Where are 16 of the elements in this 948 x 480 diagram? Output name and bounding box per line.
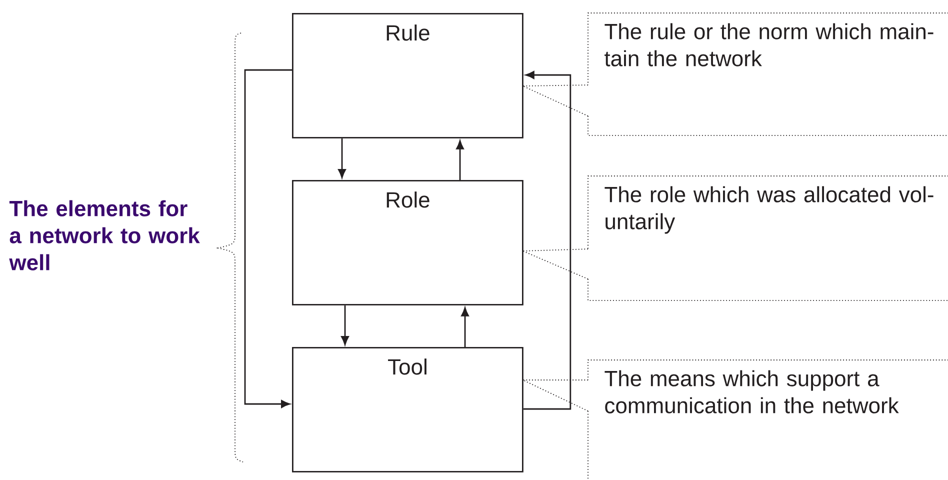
leader-line	[522, 84, 588, 116]
arrow	[456, 140, 464, 180]
side-label: The elements for a network to work well	[9, 200, 200, 270]
leader-line	[522, 248, 588, 280]
arrow	[341, 305, 349, 346]
arrow	[523, 71, 572, 410]
leader-line	[522, 380, 588, 412]
callout-box: The means which support a communication in the network	[588, 360, 948, 480]
arrow	[461, 307, 469, 347]
callout-box: The rule or the norm which main-tain the network	[588, 12, 948, 136]
process-box: Role	[292, 180, 524, 306]
callout-box: The role which was allocated vol-untarily	[588, 176, 948, 301]
process-box: Tool	[292, 347, 524, 472]
arrow	[244, 69, 292, 408]
process-box: Rule	[292, 13, 524, 138]
arrow	[338, 138, 346, 178]
